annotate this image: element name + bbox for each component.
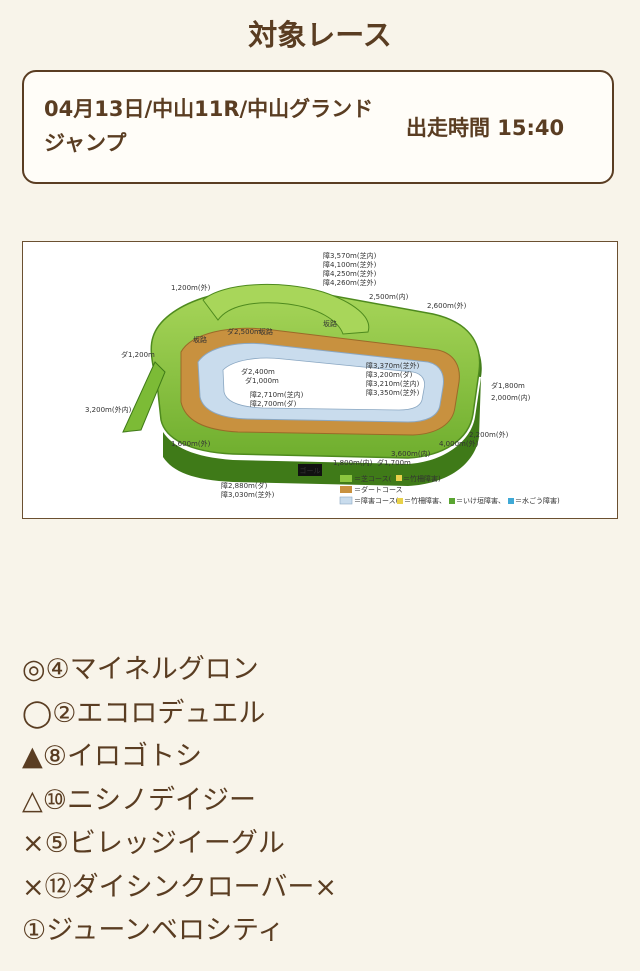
map-label: 障2,700m(ダ)	[250, 399, 297, 408]
prediction-list: ◎④マイネルグロン ◯②エコロデュエル ▲⑧イロゴトシ △⑩ニシノデイジー ×⑤…	[22, 648, 337, 953]
map-label: 1,200m(外)	[171, 283, 211, 292]
infield	[222, 357, 425, 411]
map-label: 1,600m(外)	[171, 439, 211, 448]
map-label: 障4,260m(芝外)	[323, 278, 377, 287]
map-label: 3,200m(外内)	[85, 405, 132, 414]
map-label: 障2,710m(芝内)	[250, 390, 304, 399]
pick-item: ×⑤ビレッジイーグル	[22, 828, 285, 859]
map-label: 障3,210m(芝内)	[366, 379, 420, 388]
map-label: 障3,570m(芝内)	[323, 251, 377, 260]
pick-item: ①ジューンベロシティ	[22, 915, 285, 946]
legend-jump-note-3: ＝水ごう障害)	[515, 496, 560, 505]
map-label: ダ2,500m	[227, 327, 261, 336]
legend-turf: ＝芝コース(	[354, 474, 392, 483]
pick-item: △⑩ニシノデイジー	[22, 784, 256, 816]
map-label: 障2,880m(ダ)	[221, 481, 268, 490]
map-label: 2,000m(内)	[491, 393, 531, 402]
map-label: 2,600m(外)	[427, 301, 467, 310]
legend-turf-note: ＝竹柵障害)	[403, 474, 441, 483]
post-time: 出走時間 15:40	[406, 116, 565, 140]
turf-back-loop	[202, 283, 370, 335]
legend-jump-swatch	[339, 496, 353, 505]
map-label: ダ1,000m	[245, 376, 279, 385]
map-label: 坂路	[259, 327, 273, 336]
pick-item: ▲⑧イロゴトシ	[22, 741, 202, 772]
legend-bamboo-icon-2	[397, 498, 403, 504]
map-label: 障3,200m(ダ)	[366, 370, 413, 379]
map-label: ダ1,700m	[377, 458, 411, 467]
legend-bamboo-icon	[396, 475, 402, 481]
race-name: 04月13日/中山11R/中山グランドジャンプ	[44, 97, 374, 155]
turf-left-wing	[122, 361, 166, 433]
legend-dirt-swatch	[340, 486, 352, 493]
legend-dirt: ＝ダートコース	[354, 485, 403, 494]
pick-item: ×⑫ダイシンクローバー×	[22, 871, 337, 903]
legend-water-icon	[508, 498, 514, 504]
goal-label: ゴール	[300, 466, 321, 475]
map-label: 障4,250m(芝外)	[323, 269, 377, 278]
goal-marker	[298, 464, 322, 476]
course-map-illustration: ゴール 障3,570m(芝内) 障4,100m(芝外) 障4,250m(芝外) …	[85, 251, 560, 505]
map-label: 障3,350m(芝外)	[366, 388, 420, 397]
legend-jump-note-1: ＝竹柵障害、	[404, 496, 446, 505]
page-title: 対象レース	[248, 18, 392, 52]
course-map: ゴール 障3,570m(芝内) 障4,100m(芝外) 障4,250m(芝外) …	[22, 241, 618, 519]
legend-turf-swatch	[340, 475, 352, 482]
race-card[interactable]: 04月13日/中山11R/中山グランドジャンプ 出走時間 15:40	[22, 70, 614, 184]
map-label: 2,500m(内)	[369, 292, 409, 301]
map-label: 坂路	[323, 319, 337, 328]
pick-item: ◯②エコロデュエル	[22, 697, 266, 729]
map-label: ダ1,800m	[491, 381, 525, 390]
map-label: 2,200m(外)	[469, 430, 509, 439]
map-label: 障4,100m(芝外)	[323, 260, 377, 269]
map-label: 坂路	[193, 335, 207, 344]
pick-item: ◎④マイネルグロン	[22, 654, 259, 685]
map-label: 障3,370m(芝外)	[366, 361, 420, 370]
legend-jump: ＝障害コース(	[354, 496, 399, 505]
map-label: 1,800m(内)	[333, 458, 373, 467]
map-label: 4,000m(外)	[439, 439, 479, 448]
map-label: ダ2,400m	[241, 367, 275, 376]
map-label: ダ1,200m	[121, 350, 155, 359]
map-label: 3,600m(内)	[391, 449, 431, 458]
legend-jump-note-2: ＝いけ垣障害、	[456, 496, 505, 505]
legend-hedge-icon	[449, 498, 455, 504]
map-label: 障3,030m(芝外)	[221, 490, 275, 499]
